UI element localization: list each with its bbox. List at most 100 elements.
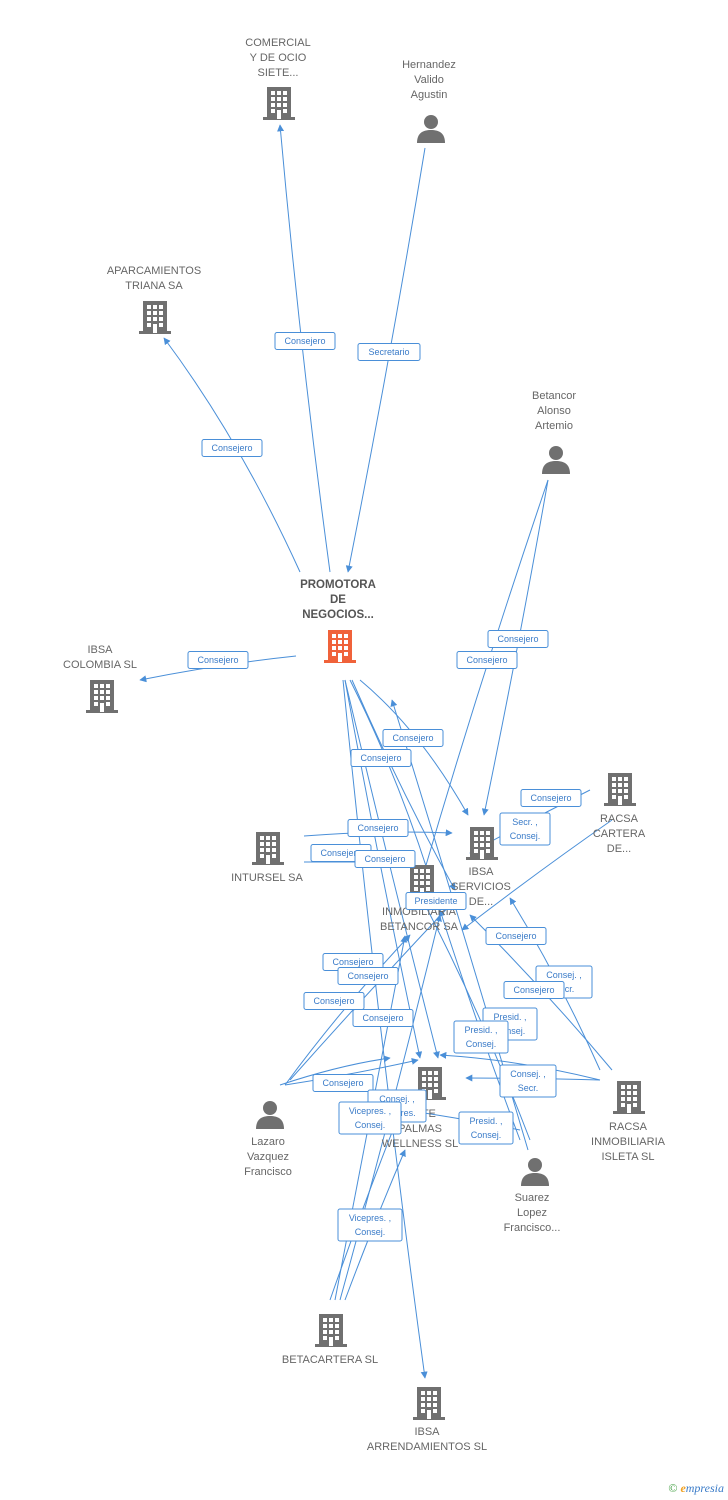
relation-label[interactable]: Consejero bbox=[201, 439, 263, 457]
relation-label[interactable]: Consej. ,Secr. bbox=[499, 1064, 557, 1098]
relation-label[interactable]: Consejero bbox=[322, 953, 384, 971]
relation-box bbox=[520, 789, 582, 807]
relation-box bbox=[350, 749, 412, 767]
relation-box bbox=[337, 1208, 403, 1242]
relation-box bbox=[453, 1020, 509, 1054]
relation-label[interactable]: Consejero bbox=[352, 1009, 414, 1027]
relation-label[interactable]: Consejero bbox=[354, 850, 416, 868]
node-label: INTURSEL SA bbox=[231, 872, 303, 884]
relation-label[interactable]: Consejero bbox=[274, 332, 336, 350]
building-icon bbox=[413, 1387, 445, 1420]
relation-text: Consejero bbox=[466, 655, 507, 665]
building-icon bbox=[252, 832, 284, 865]
relation-edge bbox=[344, 679, 440, 1059]
relation-label[interactable]: Consejero bbox=[303, 992, 365, 1010]
building-icon bbox=[324, 630, 356, 663]
relation-edge bbox=[359, 679, 469, 816]
relation-box bbox=[357, 343, 421, 361]
copyright-symbol: © bbox=[668, 1481, 678, 1495]
relation-label[interactable]: Vicepres. ,Consej. bbox=[337, 1208, 403, 1242]
relation-text: Presid. ,Consej. bbox=[493, 1012, 526, 1036]
relation-box bbox=[303, 992, 365, 1010]
relation-label[interactable]: Consejero bbox=[382, 729, 444, 747]
relation-text: Secr. ,Consej. bbox=[510, 817, 541, 841]
relation-text: Consejero bbox=[322, 1078, 363, 1088]
relation-box bbox=[187, 651, 249, 669]
relation-label[interactable]: Consejero bbox=[485, 927, 547, 945]
relation-text: Consejero bbox=[197, 655, 238, 665]
relation-text: Consejero bbox=[392, 733, 433, 743]
relation-text: Consejero bbox=[332, 957, 373, 967]
relation-text: Vicepres. ,Consej. bbox=[349, 1106, 391, 1130]
person-icon bbox=[256, 1101, 284, 1129]
relation-box bbox=[405, 892, 467, 910]
node-label: BETACARTERA SL bbox=[282, 1354, 378, 1366]
relation-label[interactable]: Consejero bbox=[520, 789, 582, 807]
relation-label[interactable]: Presid. ,Consej. bbox=[458, 1111, 514, 1145]
relation-box bbox=[487, 630, 549, 648]
relation-box bbox=[499, 812, 551, 846]
relation-label[interactable]: Consejero bbox=[187, 651, 249, 669]
person-icon bbox=[521, 1158, 549, 1186]
relation-text: Consejero bbox=[357, 823, 398, 833]
relation-edge bbox=[439, 1051, 601, 1081]
relation-text: Consejero bbox=[360, 753, 401, 763]
relation-label[interactable]: Consejero bbox=[312, 1074, 374, 1092]
relation-edge bbox=[344, 679, 423, 1059]
relation-box bbox=[274, 332, 336, 350]
relation-edge bbox=[349, 679, 430, 873]
relation-text: Consejero bbox=[313, 996, 354, 1006]
relation-label[interactable]: Consejero bbox=[350, 749, 412, 767]
relation-label[interactable]: Consejero bbox=[337, 967, 399, 985]
relation-label[interactable]: Consejero bbox=[487, 630, 549, 648]
building-icon bbox=[263, 87, 295, 120]
relation-text: Consejero bbox=[364, 854, 405, 864]
node-intursel[interactable]: INTURSEL SA bbox=[231, 832, 304, 884]
relation-edge bbox=[422, 479, 549, 873]
relation-label[interactable]: Secr. ,Consej. bbox=[499, 812, 551, 846]
relation-box bbox=[458, 1111, 514, 1145]
relation-text: Secretario bbox=[368, 347, 409, 357]
building-icon bbox=[613, 1081, 645, 1114]
relation-box bbox=[456, 651, 518, 669]
relation-box bbox=[503, 981, 565, 999]
relation-box bbox=[201, 439, 263, 457]
footer-brand: ©empresia bbox=[668, 1481, 724, 1496]
relation-label[interactable]: Presidente bbox=[405, 892, 467, 910]
relation-label[interactable]: Secretario bbox=[357, 343, 421, 361]
relation-label[interactable]: Consejero bbox=[347, 819, 409, 837]
relation-box bbox=[338, 1101, 402, 1135]
relation-box bbox=[337, 967, 399, 985]
relation-text: Consejero bbox=[497, 634, 538, 644]
relation-text: Presid. ,Consej. bbox=[464, 1025, 497, 1049]
relation-label[interactable]: Vicepres. ,Consej. bbox=[338, 1101, 402, 1135]
relation-label[interactable]: Consejero bbox=[456, 651, 518, 669]
relation-label[interactable]: Consejero bbox=[503, 981, 565, 999]
relation-label[interactable]: Presid. ,Consej. bbox=[453, 1020, 509, 1054]
relation-text: Consejero bbox=[362, 1013, 403, 1023]
relation-box bbox=[485, 927, 547, 945]
relation-text: Presid. ,Consej. bbox=[469, 1116, 502, 1140]
node-betacartera[interactable]: BETACARTERA SL bbox=[282, 1314, 378, 1366]
relation-box bbox=[312, 1074, 374, 1092]
relation-edge bbox=[342, 679, 428, 1379]
